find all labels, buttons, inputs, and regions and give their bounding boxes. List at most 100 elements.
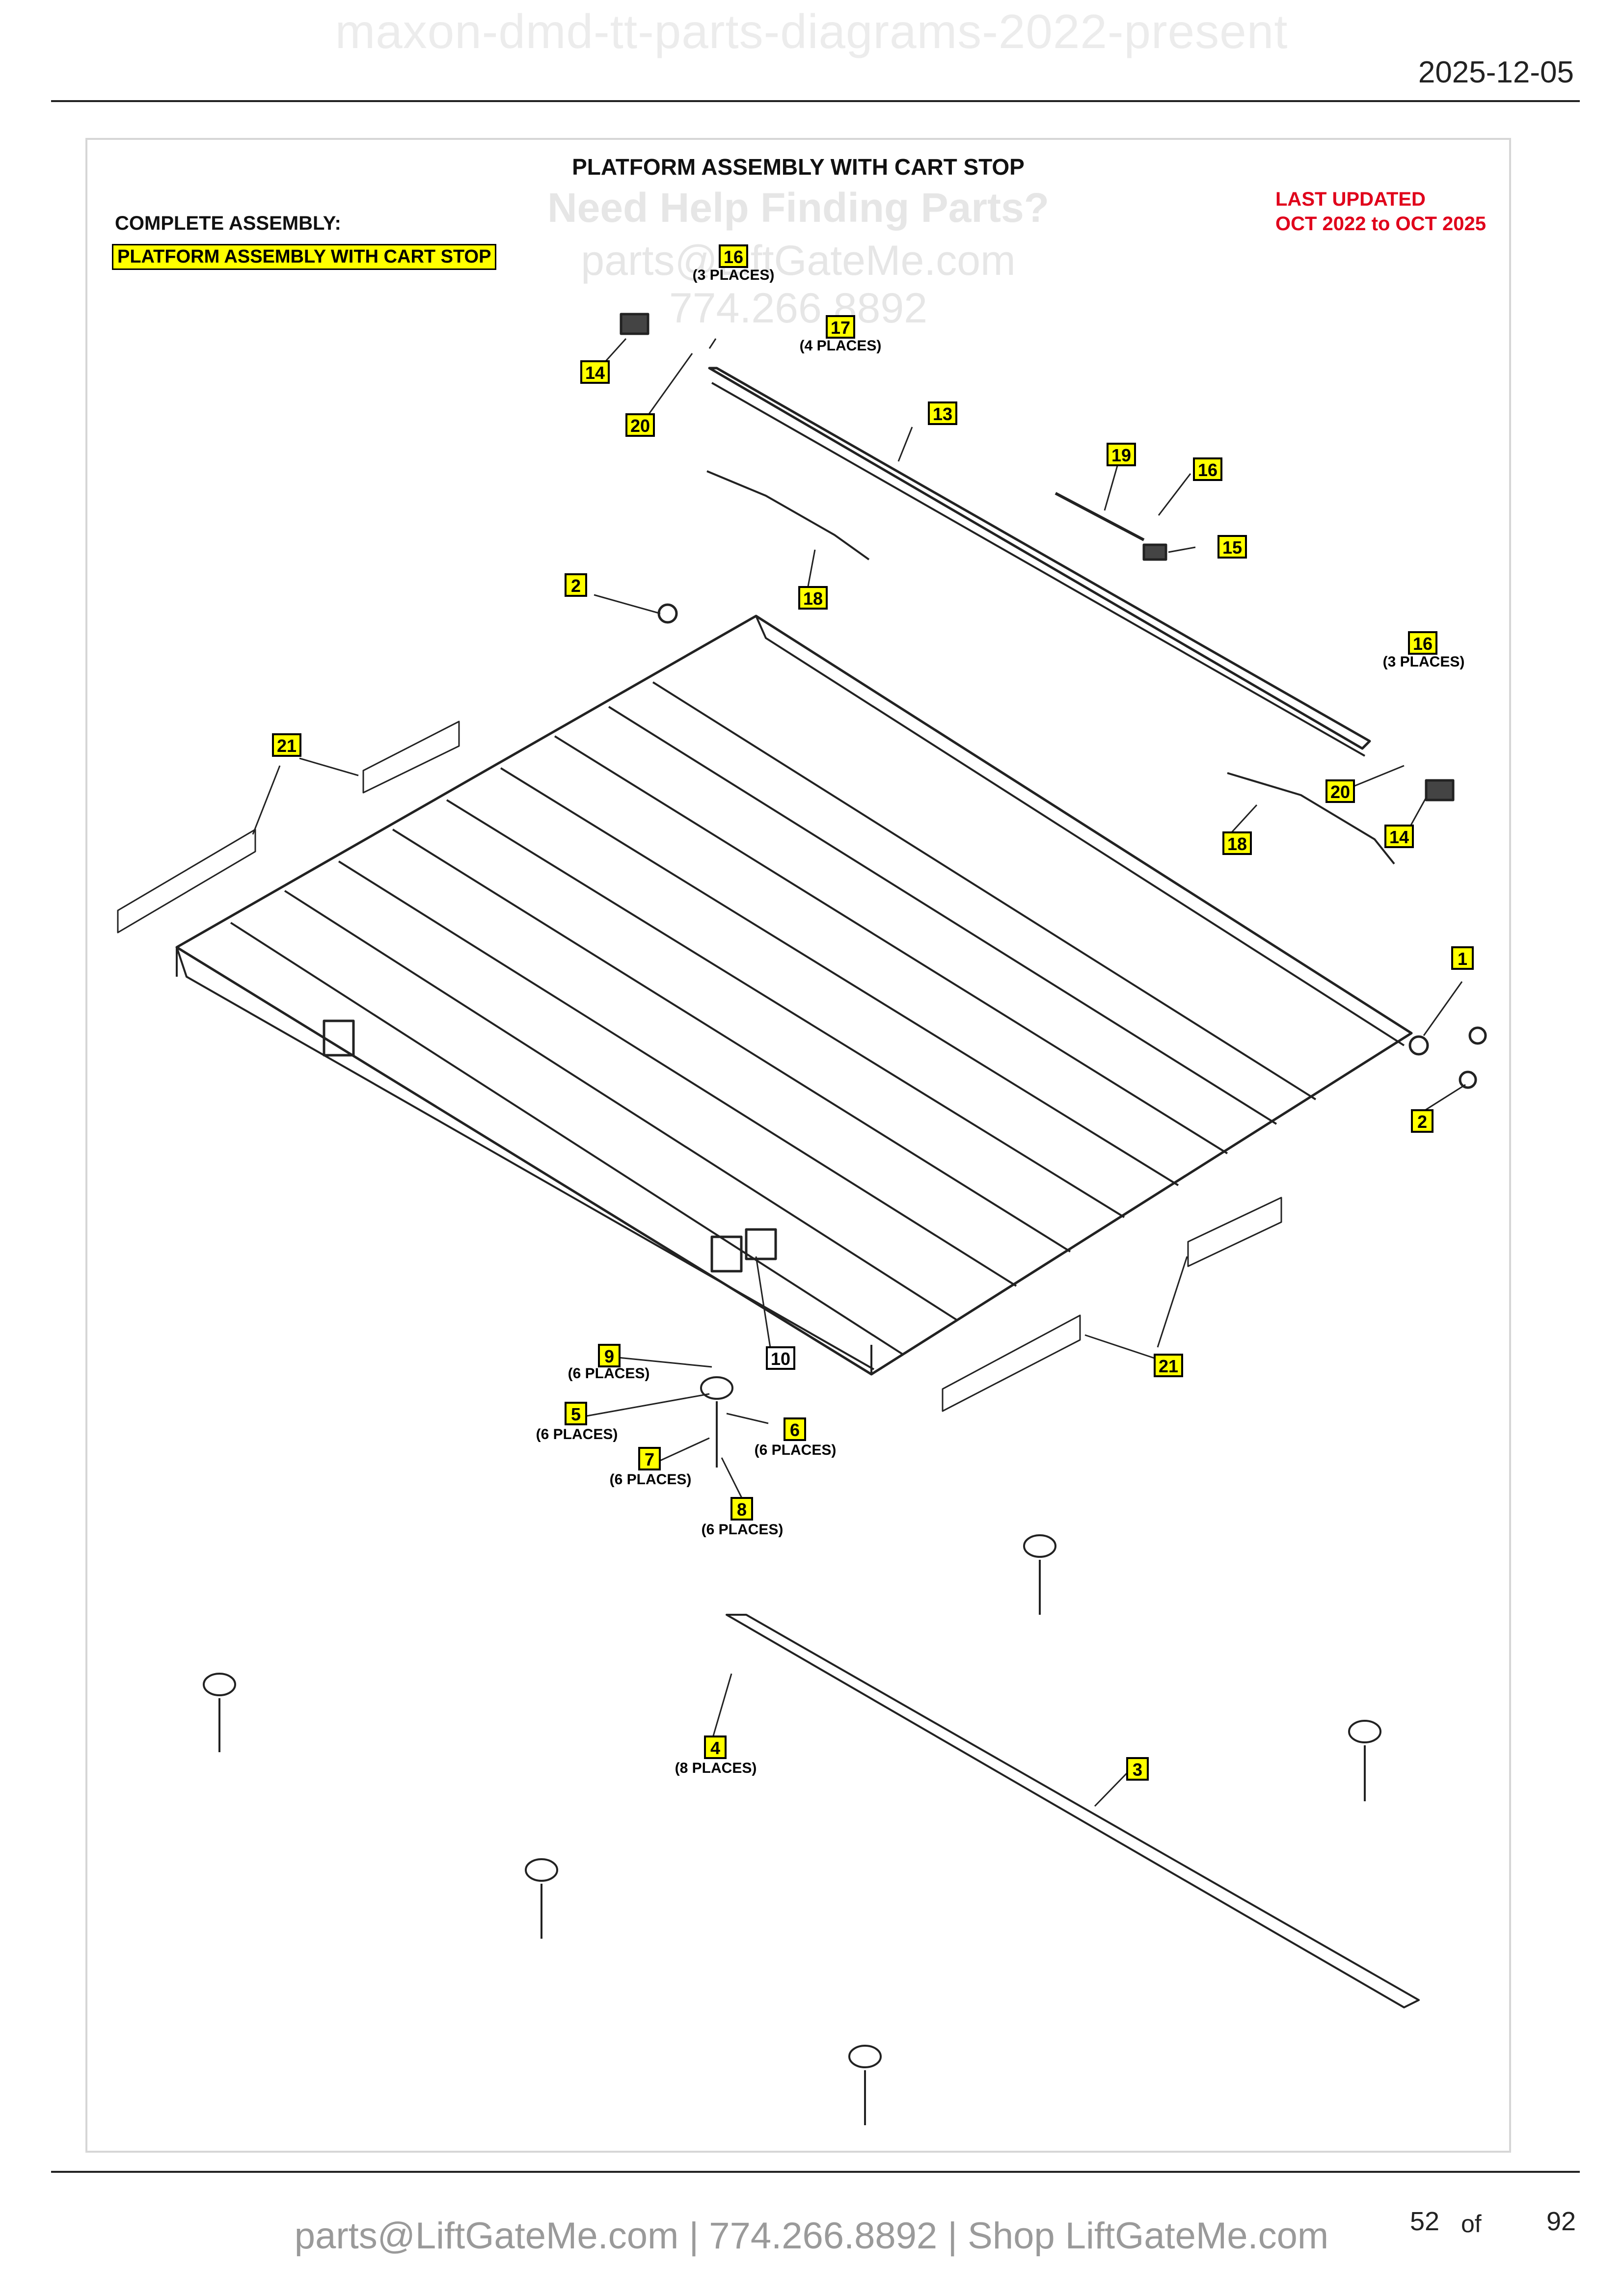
callout-16-right: 16(3 PLACES) — [1383, 631, 1465, 670]
svg-text:(6 PLACES): (6 PLACES) — [568, 1365, 650, 1382]
diagram-title: PLATFORM ASSEMBLY WITH CART STOP — [572, 154, 1025, 180]
bracket-14-top — [620, 313, 649, 335]
bumper-set-2 — [1023, 1534, 1056, 1615]
help-phone: 774.266.8892 — [669, 285, 928, 332]
callout-18-right: 18 — [1222, 831, 1252, 855]
bumper-set-4 — [1348, 1720, 1381, 1801]
svg-text:13: 13 — [933, 404, 952, 424]
callout-19: 19 — [1107, 443, 1136, 466]
pin-1 — [1408, 1035, 1429, 1056]
callout-4: 4 (8 PLACES) — [675, 1735, 757, 1776]
last-updated-line-2: OCT 2022 to OCT 2025 — [1275, 213, 1487, 235]
svg-text:17: 17 — [831, 318, 850, 338]
callout-8: 8 (6 PLACES) — [702, 1497, 784, 1538]
bottom-bar-3 — [726, 1614, 1420, 2008]
callout-21-left: 21 — [272, 733, 301, 757]
svg-text:19: 19 — [1111, 445, 1131, 465]
callout-6: 6(6 PLACES) — [755, 1417, 836, 1458]
svg-text:14: 14 — [1389, 827, 1409, 847]
callout-17: 17(4 PLACES) — [800, 315, 882, 354]
callout-15: 15 — [1217, 535, 1247, 559]
hinge-bracket-right — [710, 1235, 743, 1273]
platform-left-rail — [176, 947, 874, 1370]
callout-21-bottom: 21 — [1154, 1354, 1183, 1377]
svg-text:8: 8 — [737, 1499, 747, 1520]
callout-2-top: 2 — [565, 573, 587, 597]
callout-14-top: 14 — [580, 360, 610, 384]
cart-stop-rail — [708, 367, 1371, 750]
strip-18-right — [1227, 772, 1395, 865]
svg-text:21: 21 — [277, 736, 297, 756]
svg-text:2: 2 — [1417, 1112, 1427, 1132]
svg-text:18: 18 — [1227, 834, 1247, 854]
svg-text:(4 PLACES): (4 PLACES) — [800, 338, 882, 354]
pin-2-top — [657, 603, 678, 624]
svg-text:3: 3 — [1133, 1760, 1142, 1780]
help-overlay-top: Need Help Finding Parts? parts@LiftGateM… — [87, 184, 1509, 333]
callout-20-top: 20 — [625, 413, 655, 437]
footer-rule — [51, 2171, 1580, 2173]
header-rule — [51, 100, 1580, 102]
page-number-current: 52 — [1410, 2207, 1440, 2236]
bumper-set-6 — [848, 2045, 882, 2125]
svg-text:1: 1 — [1458, 949, 1467, 969]
footer-contact-line: parts@LiftGateMe.com | 774.266.8892 | Sh… — [294, 2215, 1329, 2257]
svg-text:(6 PLACES): (6 PLACES) — [610, 1471, 692, 1488]
callout-18-top: 18 — [798, 586, 828, 610]
leader-lines — [252, 338, 1466, 1807]
svg-text:(8 PLACES): (8 PLACES) — [675, 1760, 757, 1776]
decal-21-top — [362, 721, 460, 794]
svg-text:(6 PLACES): (6 PLACES) — [702, 1522, 784, 1538]
svg-text:21: 21 — [1159, 1356, 1178, 1376]
svg-text:16: 16 — [724, 247, 743, 267]
page-number-of: of — [1461, 2210, 1482, 2238]
svg-text:2: 2 — [571, 576, 581, 596]
last-updated-line-1: LAST UPDATED — [1275, 188, 1426, 210]
callout-9: 9(6 PLACES) — [568, 1344, 650, 1382]
page-number-total: 92 — [1546, 2207, 1576, 2236]
cart-stop-block — [745, 1228, 777, 1260]
svg-text:4: 4 — [710, 1738, 720, 1758]
callout-10: 10 — [766, 1346, 795, 1370]
svg-text:7: 7 — [645, 1449, 654, 1469]
callout-1: 1 — [1451, 946, 1474, 970]
callout-2-right: 2 — [1411, 1109, 1434, 1133]
bracket-14-right — [1425, 779, 1455, 801]
document-date: 2025-12-05 — [1418, 55, 1574, 89]
callout-16-middle: 16 — [1193, 457, 1222, 481]
platform-back-rail — [755, 615, 1405, 1046]
deck-slats — [230, 681, 1317, 1356]
svg-text:20: 20 — [1330, 782, 1350, 802]
bar-19 — [1055, 492, 1145, 541]
svg-text:9: 9 — [604, 1346, 614, 1366]
callout-14-right: 14 — [1384, 825, 1414, 848]
svg-text:16: 16 — [1198, 460, 1217, 480]
bumper-set-1 — [700, 1376, 733, 1468]
last-updated-note: LAST UPDATED OCT 2022 to OCT 2025 — [1275, 187, 1486, 236]
complete-assembly-label: COMPLETE ASSEMBLY: — [115, 213, 341, 234]
svg-text:6: 6 — [790, 1420, 800, 1440]
help-email: parts@LiftGateMe.com — [581, 237, 1016, 284]
callout-7: 7 (6 PLACES) — [610, 1447, 692, 1488]
svg-text:(3 PLACES): (3 PLACES) — [693, 267, 775, 283]
decal-21-bottom — [942, 1314, 1081, 1412]
decal-21-left — [117, 828, 256, 934]
svg-text:(6 PLACES): (6 PLACES) — [536, 1426, 618, 1442]
svg-text:5: 5 — [571, 1404, 581, 1424]
decal-21-right — [1187, 1197, 1282, 1267]
hinge-bracket-left — [323, 1019, 355, 1057]
svg-text:18: 18 — [803, 588, 823, 609]
strip-18-top — [706, 470, 870, 561]
callout-20-right: 20 — [1325, 779, 1355, 803]
callout-16-top: 16(3 PLACES) — [693, 244, 775, 283]
pin-1-end — [1468, 1026, 1487, 1045]
svg-text:10: 10 — [771, 1349, 790, 1369]
svg-text:(3 PLACES): (3 PLACES) — [1383, 654, 1465, 670]
callout-3: 3 — [1126, 1757, 1149, 1781]
svg-text:16: 16 — [1413, 634, 1433, 654]
pin-2-right — [1459, 1070, 1477, 1089]
platform-deck-outline — [175, 614, 1413, 1376]
bracket-15 — [1142, 543, 1167, 561]
bumper-set-5 — [525, 1858, 558, 1939]
